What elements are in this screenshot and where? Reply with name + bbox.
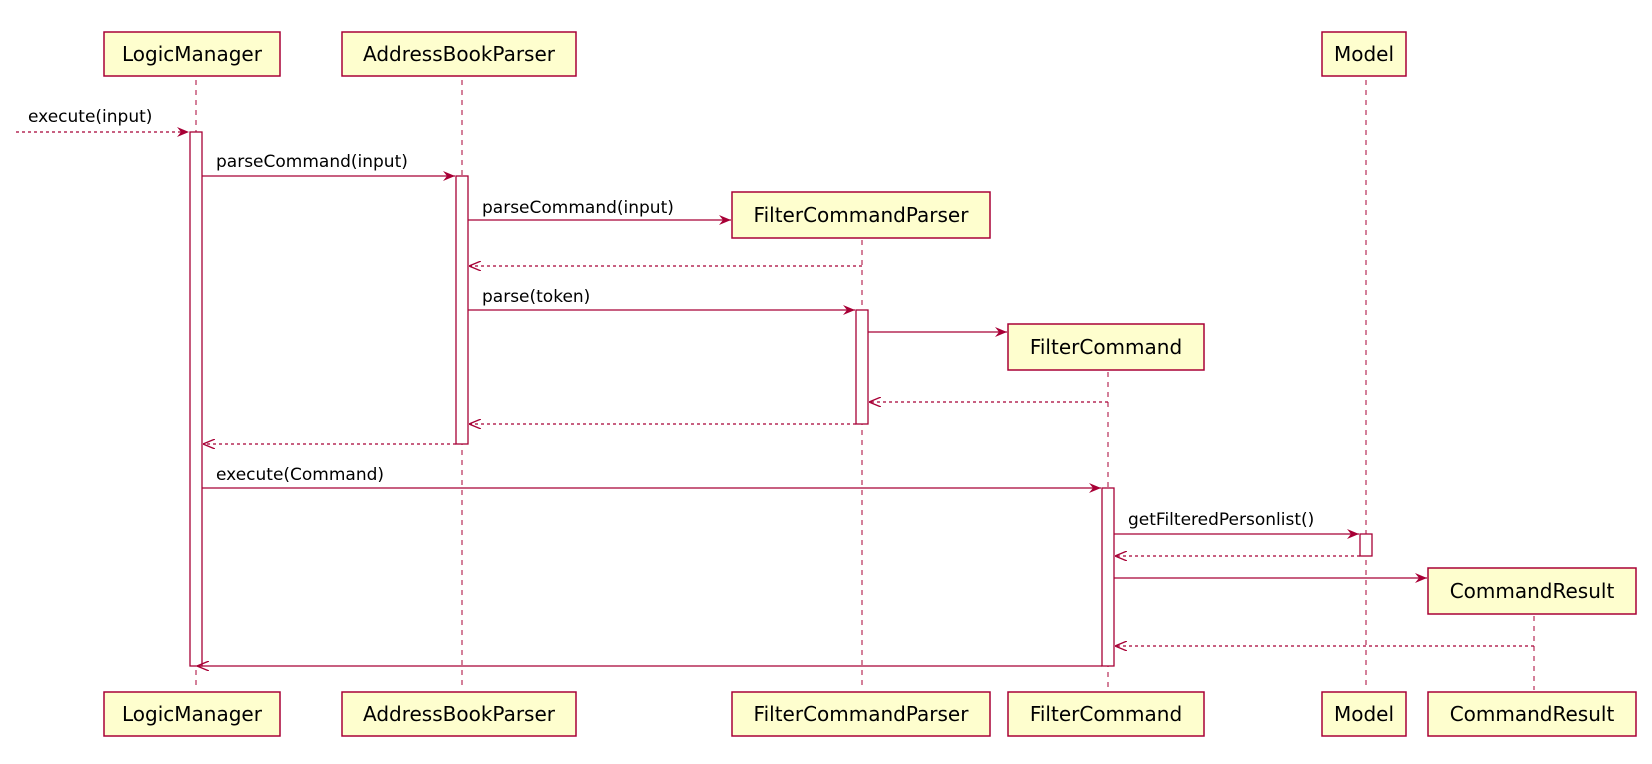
message-execute-input: execute(input) [16,107,189,137]
participant-label: Model [1334,702,1394,726]
message-label: parseCommand(input) [482,198,674,218]
message-label: parseCommand(input) [216,152,408,172]
message-parse-command-1: parseCommand(input) [202,152,455,181]
participant-label: LogicManager [122,702,263,726]
activation-address-book-parser [455,175,469,445]
activation-filter-command-parser [855,309,869,425]
message-parse-token: parse(token) [468,287,855,315]
participant-label: FilterCommandParser [754,203,970,227]
participant-label: AddressBookParser [363,42,556,66]
participant-filter-command-created: FilterCommand [1007,323,1205,371]
participant-filter-command-parser-bottom: FilterCommandParser [731,691,991,737]
message-get-filtered-personlist: getFilteredPersonlist() [1114,510,1359,539]
participant-address-book-parser-top: AddressBookParser [341,31,577,77]
participant-model-top: Model [1321,31,1407,77]
message-label: execute(input) [28,107,152,127]
participant-model-bottom: Model [1321,691,1407,737]
participant-logic-manager-bottom: LogicManager [103,691,281,737]
participant-label: AddressBookParser [363,702,556,726]
activation-model [1359,533,1373,557]
participant-command-result-created: CommandResult [1427,567,1637,615]
participant-logic-manager-top: LogicManager [103,31,281,77]
activation-filter-command [1101,487,1115,667]
participant-label: Model [1334,42,1394,66]
participant-filter-command-bottom: FilterCommand [1007,691,1205,737]
message-execute-command: execute(Command) [202,465,1101,493]
message-label: execute(Command) [216,465,384,485]
participant-command-result-bottom: CommandResult [1427,691,1637,737]
participant-address-book-parser-bottom: AddressBookParser [341,691,577,737]
participant-label: CommandResult [1450,579,1615,603]
participant-label: CommandResult [1450,702,1615,726]
participant-label: FilterCommand [1030,702,1182,726]
activation-logic-manager [189,131,203,667]
participant-label: LogicManager [122,42,263,66]
participant-label: FilterCommandParser [754,702,970,726]
message-parse-command-2: parseCommand(input) [468,198,731,225]
message-label: getFilteredPersonlist() [1128,510,1314,530]
participant-label: FilterCommand [1030,335,1182,359]
participant-filter-command-parser-created: FilterCommandParser [731,191,991,239]
message-label: parse(token) [482,287,590,307]
